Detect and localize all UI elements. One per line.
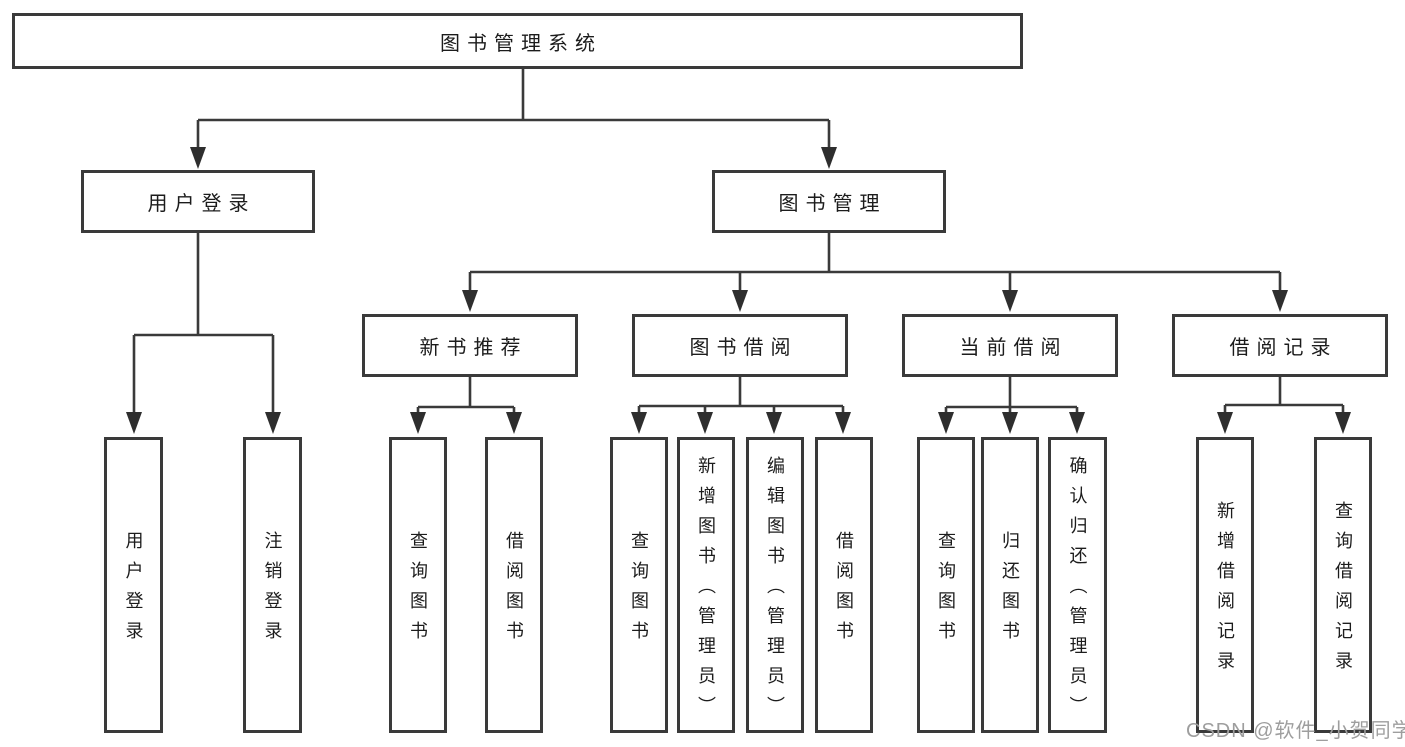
leaf-user-login: 用户登录	[104, 437, 163, 733]
leaf-br-query-record: 查询借阅记录	[1314, 437, 1372, 733]
leaf-cb-query-book: 查询图书	[917, 437, 975, 733]
leaf-nb-query-book: 查询图书	[389, 437, 447, 733]
csdn-watermark: CSDN @软件_小贺同学	[1186, 720, 1405, 742]
node-new-book-recommend: 新书推荐	[362, 314, 578, 377]
connector-book-borrow-children	[637, 377, 845, 418]
connector-borrow-record-children	[1223, 377, 1345, 418]
node-borrow-record: 借阅记录	[1172, 314, 1388, 377]
node-book-borrow: 图书借阅	[632, 314, 848, 377]
leaf-logout-login: 注销登录	[243, 437, 302, 733]
leaf-bb-borrow-book: 借阅图书	[815, 437, 873, 733]
leaf-br-add-record: 新增借阅记录	[1196, 437, 1254, 733]
leaf-nb-borrow-book: 借阅图书	[485, 437, 543, 733]
leaf-bb-query-book: 查询图书	[610, 437, 668, 733]
connector-new-book-recommend-children	[416, 377, 516, 418]
leaf-bb-add-book-admin: 新增图书（管理员）	[677, 437, 735, 733]
connector-current-borrow-children	[944, 377, 1079, 418]
leaf-cb-return-book: 归还图书	[981, 437, 1039, 733]
node-current-borrow: 当前借阅	[902, 314, 1118, 377]
leaf-cb-confirm-return-admin: 确认归还（管理员）	[1048, 437, 1107, 733]
arrowheads	[126, 147, 1351, 434]
node-user-login: 用户登录	[81, 170, 315, 233]
node-book-management: 图书管理	[712, 170, 946, 233]
leaf-bb-edit-book-admin: 编辑图书（管理员）	[746, 437, 804, 733]
node-root: 图书管理系统	[12, 13, 1023, 69]
connector-root-to-level2	[196, 68, 831, 152]
connector-user-login-children	[132, 233, 275, 416]
connector-book-management-children	[468, 233, 1282, 296]
